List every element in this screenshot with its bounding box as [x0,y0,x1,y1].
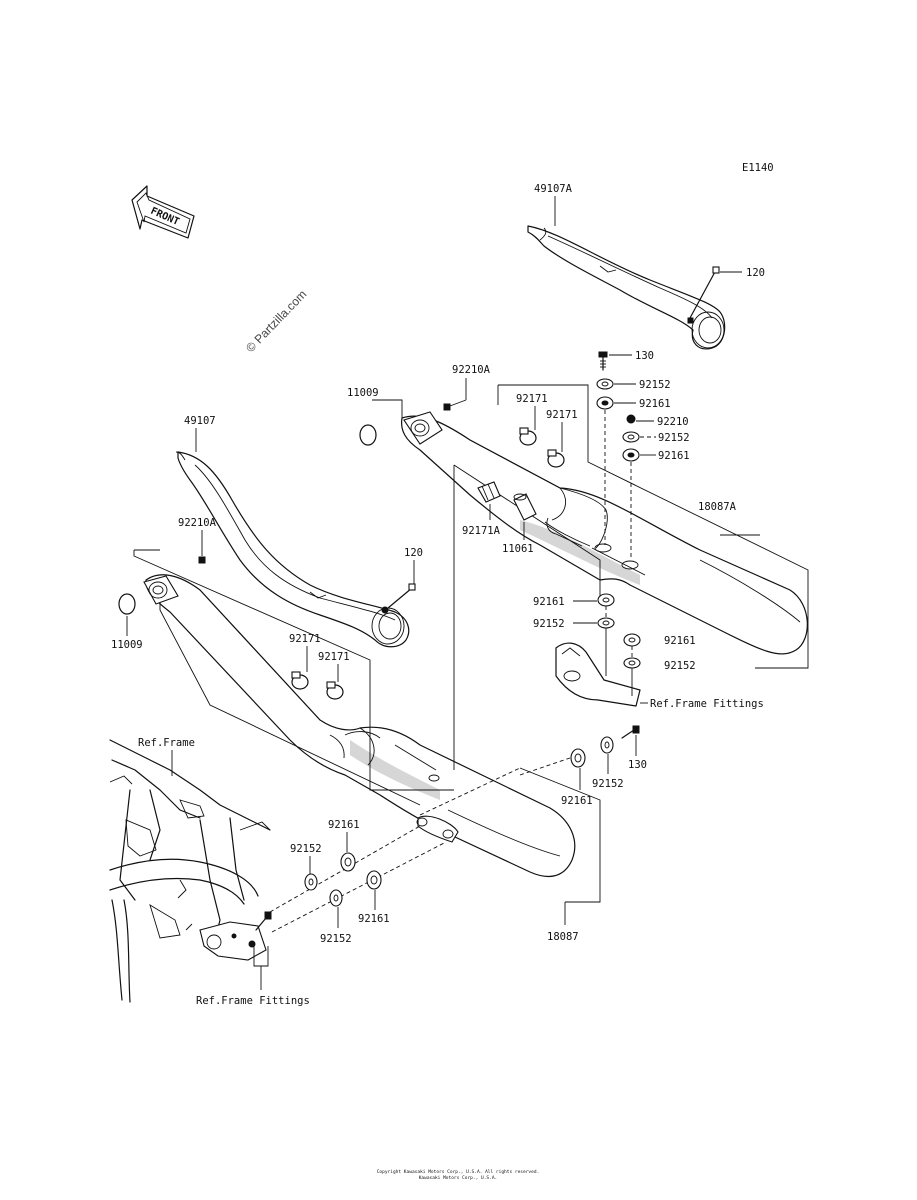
bolt-lower-left[interactable] [255,911,272,931]
label-92161-right: 92161 [561,795,593,807]
footer-line-1: Copyright Kawasaki Motors Corp., U.S.A. … [377,1169,540,1175]
label-11061: 11061 [502,543,534,555]
grommet-92161-mid2[interactable] [623,633,641,647]
grommet-92161-top1[interactable] [596,396,614,410]
frame-reference [109,739,271,1003]
label-130-top: 130 [635,350,654,362]
label-92161-low1: 92161 [328,819,360,831]
bolt-130-top[interactable] [598,351,608,371]
muffler-18087[interactable] [145,574,576,878]
clamp-92171-d[interactable] [326,681,344,700]
label-11009-top: 11009 [347,387,379,399]
label-120-left: 120 [404,547,423,559]
washer-92152-low1[interactable] [304,873,318,891]
flange-lower[interactable] [143,575,179,605]
nut-92210a-top[interactable] [443,403,451,411]
label-92161-mid2: 92161 [664,635,696,647]
screw-120-top[interactable] [689,266,720,319]
label-130-right: 130 [628,759,647,771]
nut-92210a-left[interactable] [198,556,206,564]
label-92152-mid2: 92152 [664,660,696,672]
label-18087: 18087 [547,931,579,943]
label-92171-c: 92171 [289,633,321,645]
label-92152-right: 92152 [592,778,624,790]
label-92210: 92210 [657,416,689,428]
clamp-92171-c[interactable] [291,671,309,690]
frame-fitting-bracket-right [555,628,641,707]
label-92210a-top: 92210A [452,364,491,376]
connector-11061[interactable] [513,493,537,521]
grommet-92161-right[interactable] [570,748,586,768]
clamp-92171-a[interactable] [519,427,537,446]
label-120-top: 120 [746,267,765,279]
flange-upper[interactable] [403,411,443,445]
label-18087a: 18087A [698,501,737,513]
gasket-11009-left[interactable] [118,593,136,615]
ref-frame-fittings-left: Ref.Frame Fittings [196,995,310,1007]
label-92171-d: 92171 [318,651,350,663]
label-92161-low2: 92161 [358,913,390,925]
label-92161-top1: 92161 [639,398,671,410]
label-92152-top2: 92152 [658,432,690,444]
label-92171-b: 92171 [546,409,578,421]
label-92171-a: 92171 [516,393,548,405]
washer-92152-top2[interactable] [622,431,640,443]
label-92152-low1: 92152 [290,843,322,855]
label-11009-left: 11009 [111,639,143,651]
washer-92152-right[interactable] [600,736,614,754]
washer-92152-mid2[interactable] [623,657,641,669]
washer-92152-low2[interactable] [329,889,343,907]
grommet-92161-low2[interactable] [366,870,382,890]
clamp-92171-b[interactable] [547,449,565,468]
ref-frame-fittings-right: Ref.Frame Fittings [650,698,764,710]
ref-frame: Ref.Frame [138,737,195,749]
label-92152-top1: 92152 [639,379,671,391]
grommet-92161-low1[interactable] [340,852,356,872]
label-92171a: 92171A [462,525,501,537]
diagram-code: E1140 [742,162,774,174]
washer-92152-mid1[interactable] [597,617,615,629]
grommet-92161-top2[interactable] [622,448,640,462]
washer-92152-top1[interactable] [596,378,614,390]
label-92210a-left: 92210A [178,517,217,529]
footer-line-2: Kawasaki Motors Corp., U.S.A. [419,1175,498,1181]
grommet-92161-mid1[interactable] [597,593,615,607]
label-49107a: 49107A [534,183,573,195]
label-92161-top2: 92161 [658,450,690,462]
gasket-11009-top[interactable] [359,424,377,446]
heat-shield-49107a[interactable] [527,225,726,350]
label-92161-mid1: 92161 [533,596,565,608]
nut-92210[interactable] [626,414,636,424]
label-92152-low2: 92152 [320,933,352,945]
clamp-92171a[interactable] [477,481,501,503]
screw-120-left[interactable] [387,583,416,609]
label-49107: 49107 [184,415,216,427]
muffler-18087a[interactable] [400,415,808,655]
bolt-130-right[interactable] [621,725,640,739]
label-92152-mid1: 92152 [533,618,565,630]
